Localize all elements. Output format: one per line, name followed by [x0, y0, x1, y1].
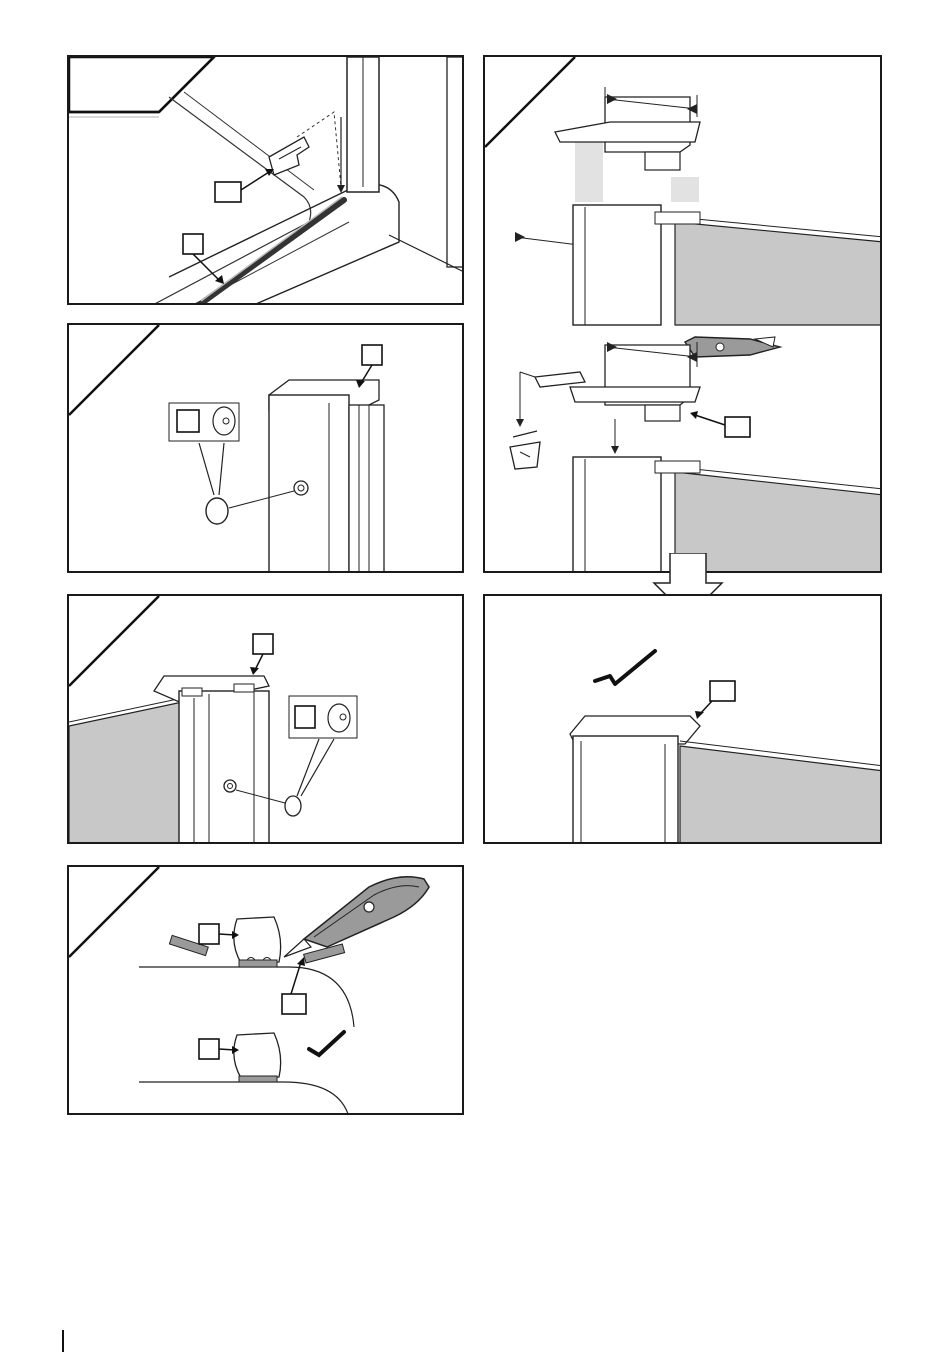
- callout-box-1: [177, 410, 199, 432]
- cut-offcut-piece: [535, 372, 585, 387]
- step-corner-tab: [69, 596, 159, 686]
- callout-box-2: [253, 634, 273, 654]
- callout-box-1: [199, 924, 219, 944]
- step-panel-cap-plug: [67, 323, 464, 573]
- callout-box-3: [199, 1039, 219, 1059]
- step-corner-tab: [69, 867, 159, 957]
- check-mark-icon: [595, 651, 655, 684]
- trash-bin-icon: [510, 431, 540, 469]
- step-panel-top-cap-cut: [483, 55, 882, 573]
- seal-clip-illustration: [69, 57, 464, 305]
- utility-knife-icon: [284, 877, 429, 957]
- trim-tape-illustration: [69, 867, 464, 1115]
- step-corner-tab: [69, 57, 214, 112]
- result-illustration: [485, 596, 882, 844]
- callout-box-1: [215, 182, 241, 202]
- step-panel-result: [483, 594, 882, 844]
- cap-plug-illustration: [69, 325, 464, 573]
- callout-box-1: [295, 706, 315, 728]
- check-mark-icon: [309, 1032, 344, 1055]
- callout-box-2: [282, 994, 306, 1014]
- step-panel-trim-tape: [67, 865, 464, 1115]
- glass-panel: [69, 701, 187, 844]
- top-cap-cut-illustration: [485, 57, 882, 573]
- profile-cap-illustration: [69, 596, 464, 844]
- step-panel-profile-cap: [67, 594, 464, 844]
- page-marker: [62, 1330, 64, 1352]
- seal-clip-part: [269, 137, 309, 175]
- cover-cap-part: [285, 796, 301, 816]
- cover-cap-part: [206, 498, 228, 524]
- callout-box-2: [362, 345, 382, 365]
- step-panel-seal-clip: [67, 55, 464, 305]
- utility-knife-icon: [685, 337, 780, 357]
- callout-box-2: [183, 234, 203, 254]
- callout-box-1: [725, 417, 750, 437]
- callout-box-1: [710, 681, 735, 701]
